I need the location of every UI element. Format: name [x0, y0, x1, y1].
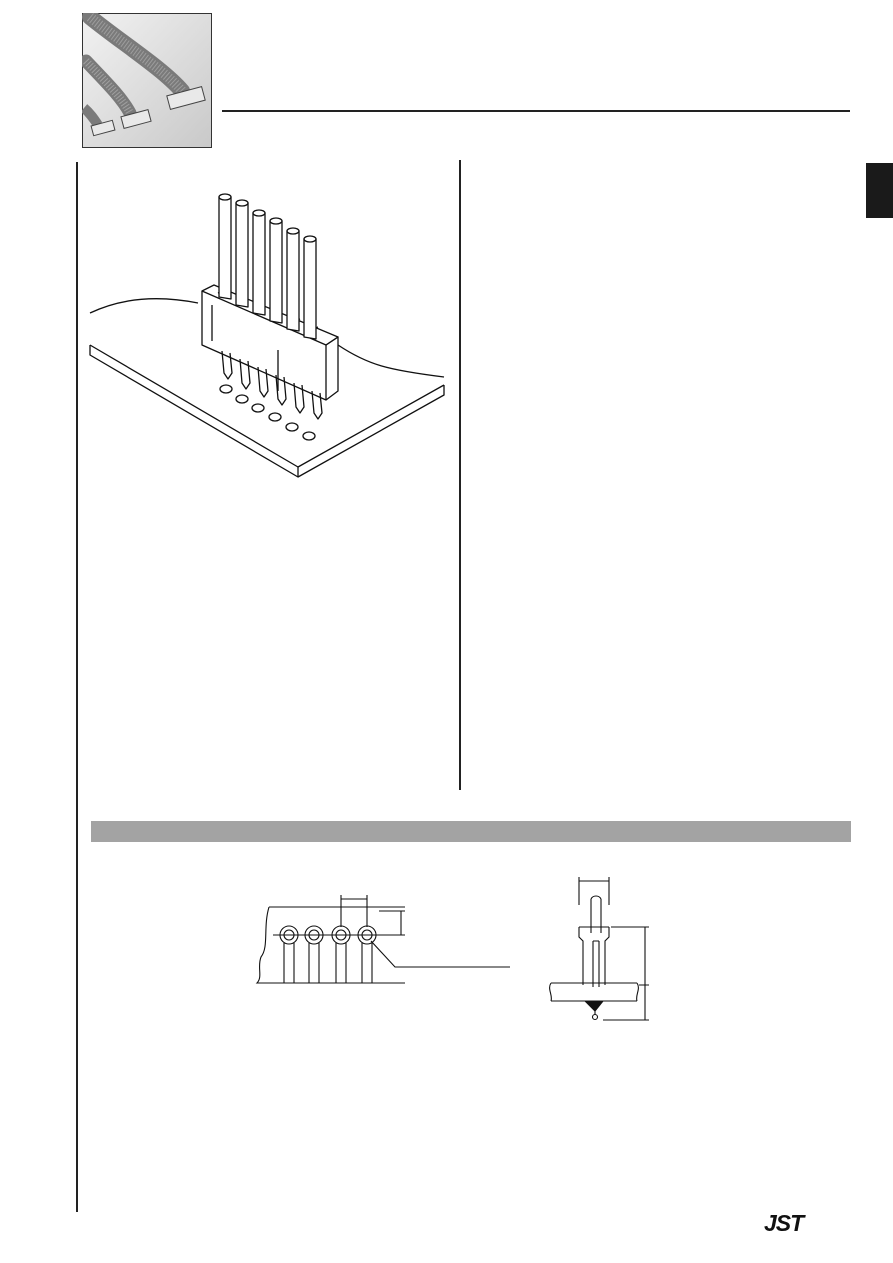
- section-heading-bar: [91, 821, 851, 842]
- side-tab: [866, 163, 893, 218]
- cable-assembly-photo: [82, 13, 212, 148]
- jst-logo: JST: [764, 1210, 804, 1236]
- column-divider: [459, 160, 461, 790]
- connector-pcb-illustration: [89, 193, 445, 478]
- connector-side-view-diagram: [549, 877, 649, 1021]
- pcb-hole-layout-diagram: [255, 895, 510, 984]
- left-margin-rule: [76, 162, 78, 1212]
- header-rule: [222, 110, 850, 112]
